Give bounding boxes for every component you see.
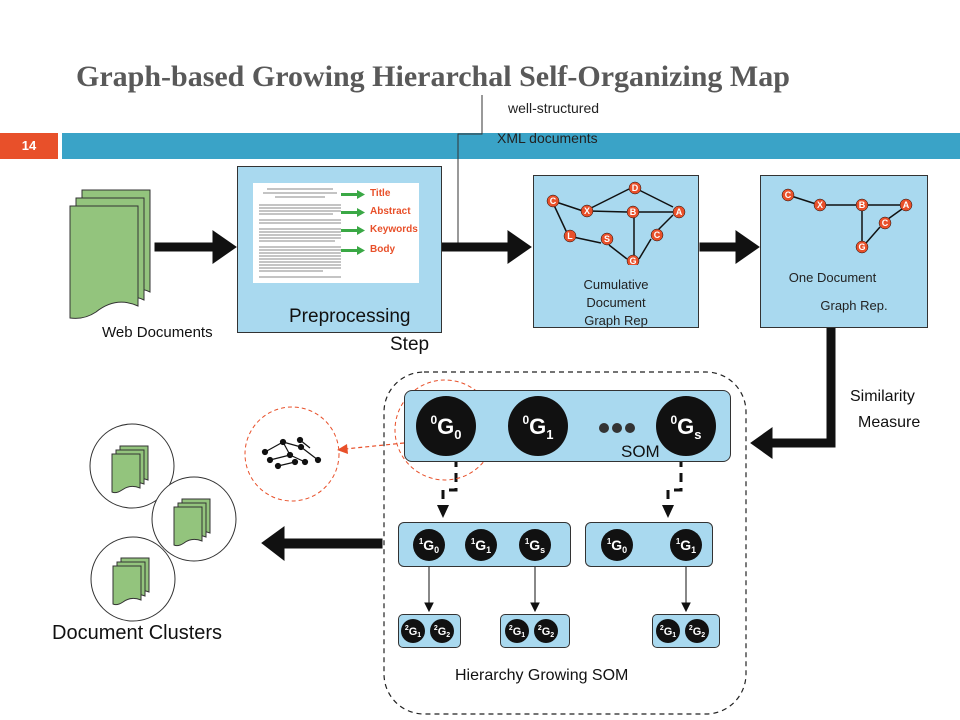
connector-head-right [662,505,674,518]
cumulative-caption-3: Graph Rep [584,313,648,328]
document-clusters-label: Document Clusters [52,622,223,644]
svg-text:2G1: 2G1 [660,625,676,639]
document-thumbnail [253,183,419,283]
similarity-arrow-horizontal [769,438,836,448]
similarity-label: Similarity [850,388,915,405]
graph-zoom-circle [244,406,340,502]
similarity-arrow-vertical [826,327,836,447]
section-keywords-label: Keywords [370,224,418,235]
single-graph: C X B A C G [781,188,913,254]
svg-text:1G1: 1G1 [676,537,696,555]
step-label: Step [390,334,430,355]
node-label: D [632,183,639,193]
svg-text:1G0: 1G0 [419,537,439,555]
som-label: SOM [621,442,660,461]
section-title-label: Title [370,188,391,199]
cumulative-caption-1: Cumulative [583,277,649,292]
node-label: G [629,256,636,265]
node-label: A [676,207,683,217]
zoom-graph-icon [261,436,322,470]
hierarchy-enclosure [383,371,747,715]
connector-head-left [437,505,449,518]
svg-text:0G1: 0G1 [522,413,553,442]
level0-to-level1-right [666,458,683,507]
arrow-cumulative-to-single-head [735,230,760,264]
cluster-docs-icon-3 [112,557,150,606]
cluster-arrow-shaft [281,538,383,549]
measure-label: Measure [858,414,921,431]
svg-text:1G0: 1G0 [607,537,627,555]
svg-text:1G1: 1G1 [471,537,491,555]
node-label: S [604,234,610,244]
hierarchy-label: Hierarchy Growing SOM [455,667,629,684]
node-label: X [584,206,590,216]
svg-text:2G2: 2G2 [434,625,450,639]
cluster-arrow-head [261,526,285,562]
svg-text:2G1: 2G1 [509,625,525,639]
header-band [62,133,960,159]
node-label: C [882,218,889,228]
arrow-preprocessing-to-cumulative-head [507,230,532,264]
node-label: B [859,200,866,210]
web-documents-icon [69,189,151,319]
arrow-cumulative-to-single-shaft [699,242,739,252]
cumulative-caption-2: Document [586,295,646,310]
svg-text:2G2: 2G2 [538,625,554,639]
som-level2-neurons: 2G1 2G2 2G1 2G2 2G1 2G2 [401,619,709,643]
callout-line [457,95,483,244]
svg-text:2G1: 2G1 [405,625,421,639]
svg-text:0Gs: 0Gs [670,413,701,442]
level0-to-level1-left [441,458,458,507]
cumulative-graph: C X B D A L S G C [546,181,686,265]
slide-number: 14 [0,133,58,159]
single-caption-2: Graph Rep. [820,298,888,313]
node-label: A [903,200,910,210]
arrow-web-to-preprocessing-shaft [154,242,216,252]
node-label: G [858,242,865,252]
single-caption-1: One Document [788,270,877,285]
section-body-label: Body [370,244,395,255]
well-structured-label: well-structured [508,100,600,116]
node-label: L [567,231,573,241]
arrow-preprocessing-to-cumulative-shaft [441,242,511,252]
svg-text:0G0: 0G0 [430,413,461,442]
document-text-lines [259,188,365,278]
node-label: X [817,200,823,210]
node-label: C [654,230,661,240]
som-level0-neurons: 0G0 0G1 0Gs [416,396,716,456]
svg-text:1Gs: 1Gs [525,537,545,555]
arrow-web-to-preprocessing-head [212,230,237,264]
cumulative-graph-box [533,175,699,328]
section-abstract-label: Abstract [370,206,411,217]
xml-documents-label: XML documents [497,130,598,146]
node-label: C [550,196,557,206]
node-label: C [785,190,792,200]
cluster-docs-icon-2 [173,498,211,547]
som-level1-neurons: 1G0 1G1 1Gs 1G0 1G1 [413,529,702,561]
cluster-docs-icon-1 [111,445,149,494]
web-documents-label: Web Documents [102,324,213,341]
slide-title: Graph-based Growing Hierarchal Self-Orga… [76,60,790,93]
node-label: B [630,207,637,217]
svg-text:2G2: 2G2 [689,625,705,639]
preprocessing-label: Preprocessing [289,306,411,327]
highlight-arrow [344,442,405,450]
similarity-arrow-head [750,427,773,459]
